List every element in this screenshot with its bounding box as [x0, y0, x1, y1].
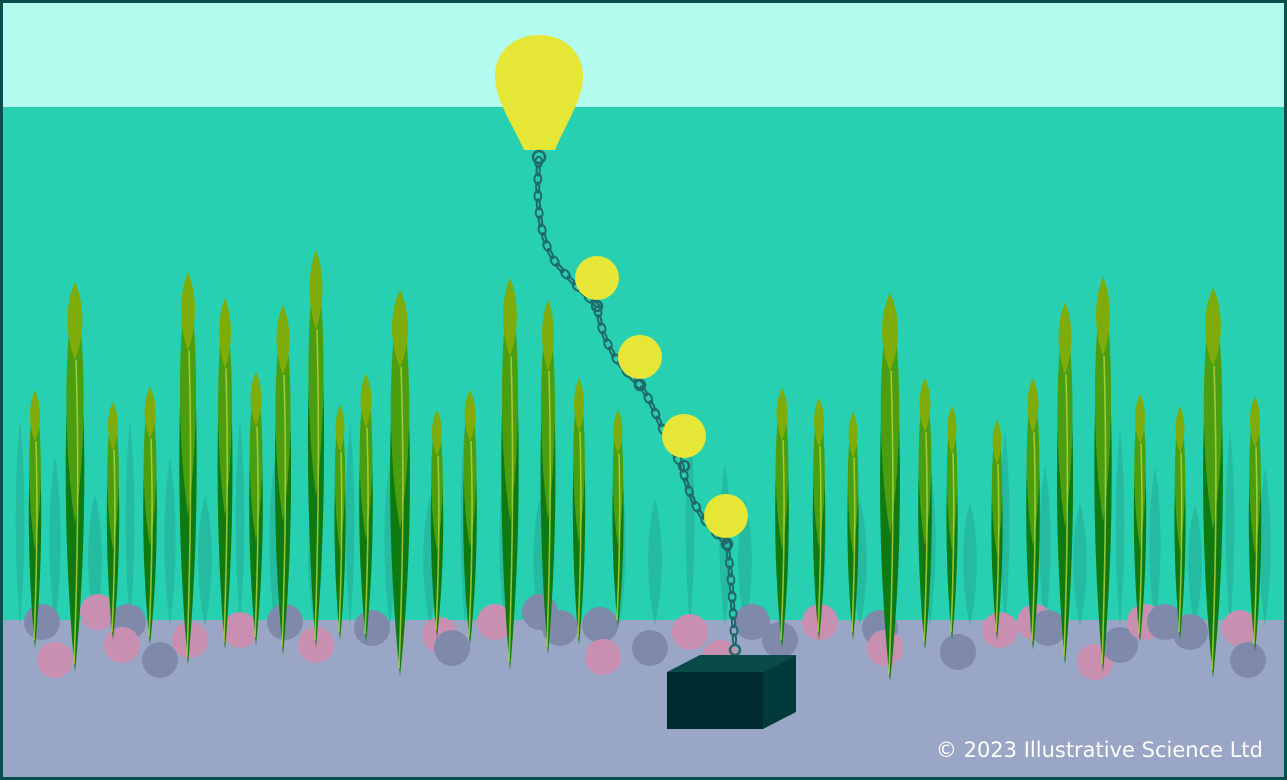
pebble — [982, 612, 1018, 648]
pebble — [1230, 642, 1266, 678]
sky-band — [0, 0, 1287, 107]
pebble — [142, 642, 178, 678]
pebble — [940, 634, 976, 670]
pebble — [585, 639, 621, 675]
weight-front-face — [667, 672, 763, 729]
pebble — [672, 614, 708, 650]
pebble — [104, 627, 140, 663]
float-buoy-4 — [704, 494, 748, 538]
pebble — [867, 630, 903, 666]
pebble — [632, 630, 668, 666]
pebble — [24, 604, 60, 640]
mooring-weight-block — [667, 655, 796, 729]
float-buoy-3 — [662, 414, 706, 458]
pebble — [582, 607, 618, 643]
pebble — [354, 610, 390, 646]
float-buoy-1 — [575, 256, 619, 300]
float-buoy-2 — [618, 335, 662, 379]
copyright-credit: © 2023 Illustrative Science Ltd — [936, 738, 1263, 762]
pebble — [1172, 614, 1208, 650]
pebble — [37, 642, 73, 678]
pebble — [434, 630, 470, 666]
